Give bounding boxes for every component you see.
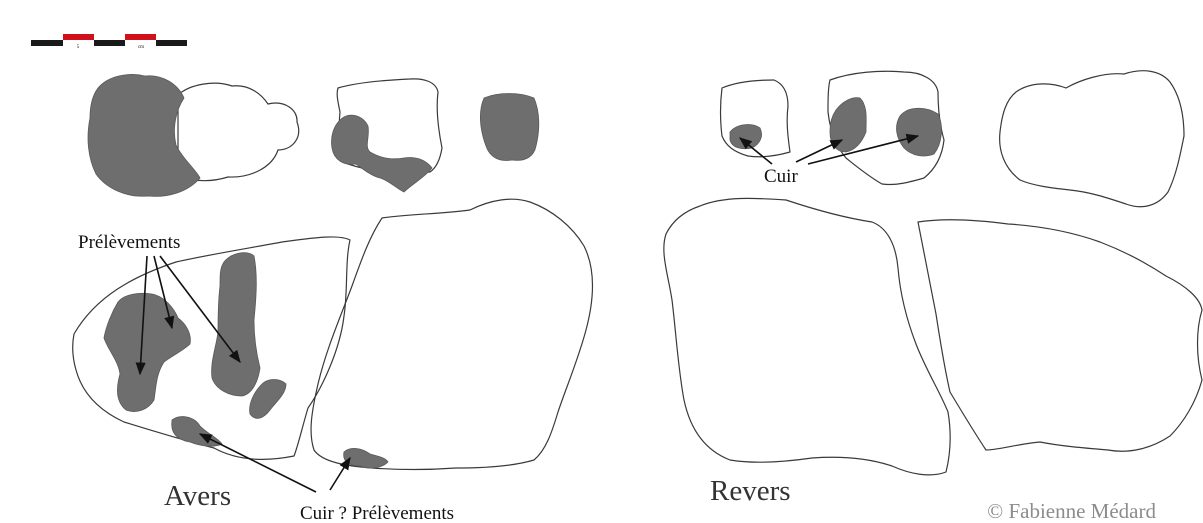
scale-segment-1 [31,40,63,46]
scale-segment-2 [63,34,94,40]
arrow-cuir-prelevement-2 [329,456,351,491]
revers-fragment-top-1 [719,79,791,158]
revers-fragment-top-3 [999,70,1185,208]
avers-patch-top-3 [480,93,540,161]
scale-bar: 5 cm [31,34,187,50]
avers-patch-prelevement-2 [211,252,261,397]
revers-fragment-bottom-left [663,197,951,476]
avers-view: Prélèvements Avers Cuir ? Prélèvements [72,74,594,523]
avers-patch-top-1 [87,74,201,197]
avers-patch-prelevement-1 [103,292,191,412]
revers-patch-cuir-3 [896,107,942,157]
arrow-cuir-2 [795,139,844,163]
arrow-cuir-prelevement-1 [198,433,317,493]
revers-view: Cuir Revers [663,70,1203,507]
revers-patch-cuir-2 [829,97,867,153]
arrow-cuir-3 [807,133,920,165]
label-prelevements: Prélèvements [78,232,180,253]
revers-patch-cuir-1 [729,124,762,150]
arrow-prelevement-2 [153,255,175,330]
avers-fragment-top-1 [177,82,300,182]
scale-segment-4 [125,34,156,40]
label-avers: Avers [164,480,231,512]
avers-fragment-bottom-left [72,236,351,460]
label-cuir-prelevements: Cuir ? Prélèvements [300,503,454,523]
arrow-prelevement-1 [135,255,148,376]
revers-fragment-bottom-right [917,219,1203,452]
scale-segment-3 [94,40,125,46]
scale-label-cm: cm [138,45,144,50]
arrow-prelevement-3 [159,255,241,364]
avers-fragment-bottom-right [310,198,594,471]
scale-segment-5 [156,40,187,46]
label-revers: Revers [710,475,791,507]
scale-label-5: 5 [77,45,80,50]
avers-patch-top-2 [331,114,433,193]
avers-patch-cuir-2 [343,448,389,469]
label-cuir: Cuir [764,166,798,187]
copyright-notice: © Fabienne Médard [987,499,1156,523]
avers-patch-small-1 [249,379,287,419]
arrow-cuir-1 [739,137,773,165]
